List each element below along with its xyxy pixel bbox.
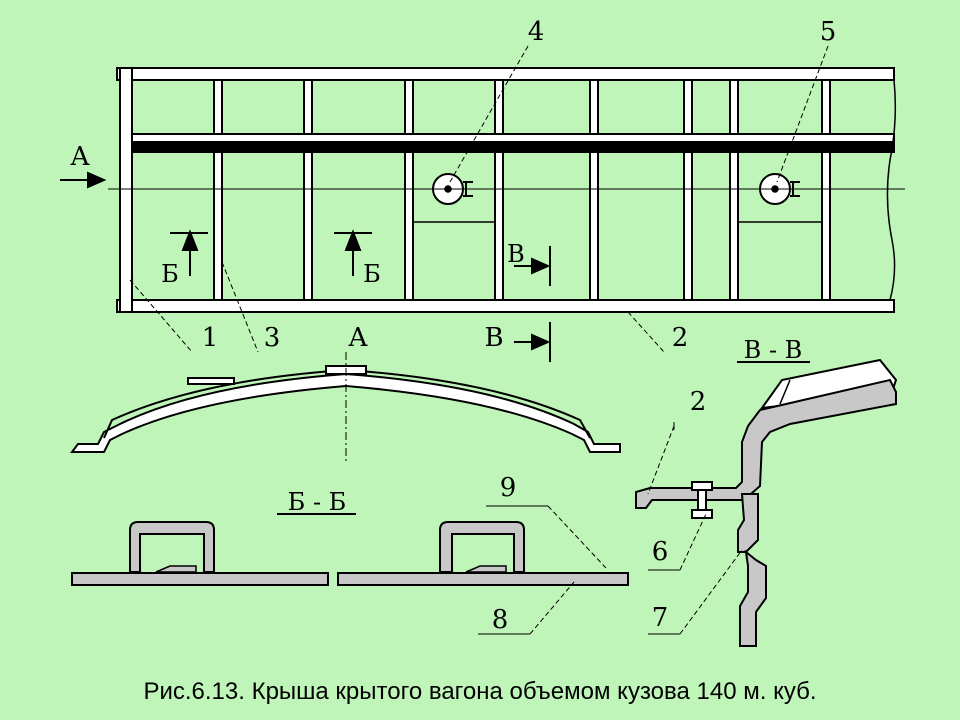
arch [494, 79, 504, 135]
arch-clip-right [465, 565, 507, 573]
leader-5 [776, 45, 829, 183]
arch [589, 151, 599, 301]
leaders-plan [129, 45, 829, 353]
leader-8 [529, 581, 575, 635]
leader-7 [679, 549, 743, 635]
section-b-left-head [181, 229, 199, 251]
section-v-upper-head [531, 257, 551, 275]
labels: 4 5 А Б Б В 1 3 А В 2 В - В 2 Б - Б 9 8 … [70, 17, 836, 635]
label-2b: 2 [690, 387, 707, 417]
arches [213, 79, 831, 301]
arch [494, 151, 504, 301]
label-8: 8 [492, 605, 509, 635]
arch [729, 151, 739, 301]
section-v-lower-head [531, 333, 551, 351]
label-section-v-upper: В [507, 240, 525, 268]
label-view-a: А [70, 142, 90, 172]
label-3: 3 [264, 323, 281, 353]
label-section-b-right: Б [363, 260, 381, 288]
label-7: 7 [652, 603, 669, 633]
section-b-right-head [344, 229, 362, 251]
bottom-chord [116, 299, 895, 313]
section-bb [71, 505, 629, 635]
roof-profile-view [70, 352, 621, 462]
arch-profile-right [439, 521, 525, 573]
label-2: 2 [672, 323, 689, 353]
leader-3 [221, 261, 259, 353]
arch [213, 151, 223, 301]
leader-9 [547, 505, 607, 569]
label-view-a-under: А [348, 323, 368, 353]
leader-1 [129, 279, 193, 353]
arch [683, 151, 693, 301]
section-vv [635, 358, 898, 647]
roof-plan-view [116, 67, 897, 313]
side-post-top [737, 493, 759, 553]
leader-2b [647, 425, 675, 495]
leader-6 [679, 513, 707, 571]
arch [303, 151, 313, 301]
arch [729, 79, 739, 135]
arch-clip-left [155, 565, 197, 573]
label-section-b-left: Б [161, 260, 179, 288]
arch [404, 151, 414, 301]
leader-4 [449, 45, 529, 183]
label-4: 4 [528, 17, 545, 47]
arch [683, 79, 693, 135]
label-9: 9 [500, 473, 517, 503]
bolt-nut [691, 509, 713, 519]
label-1: 1 [202, 323, 219, 353]
roof-edge-line [779, 379, 791, 405]
roof-cornice-profile [635, 378, 897, 509]
arch [821, 79, 831, 135]
longitudinal-rail-solid [131, 141, 895, 153]
arch [589, 79, 599, 135]
roof-sheet-right [337, 572, 629, 586]
end-post [119, 67, 133, 313]
section-marks [60, 171, 551, 362]
side-post-bottom [739, 549, 767, 647]
top-chord [116, 67, 895, 81]
label-6: 6 [652, 537, 669, 567]
arch [213, 79, 223, 135]
view-a-arrow-head [87, 171, 107, 189]
section-vv-title: В - В [744, 336, 803, 364]
roof-sheet-left [71, 572, 329, 586]
arch [404, 79, 414, 135]
arch [821, 151, 831, 301]
arch [303, 79, 313, 135]
arch-profile-left [129, 521, 215, 573]
figure-caption: Рис.6.13. Крыша крытого вагона объемом к… [143, 678, 817, 705]
break-line [886, 79, 897, 301]
label-section-v-lower: В [484, 323, 503, 353]
roof-plank [187, 377, 235, 385]
hatches [413, 173, 822, 223]
label-5: 5 [820, 17, 837, 47]
leader-2 [627, 311, 665, 353]
bolt-head [691, 481, 713, 491]
section-bb-title: Б - Б [288, 488, 347, 516]
longitudinal-rail-top [131, 133, 895, 143]
roof-sheet-outline [70, 372, 621, 453]
